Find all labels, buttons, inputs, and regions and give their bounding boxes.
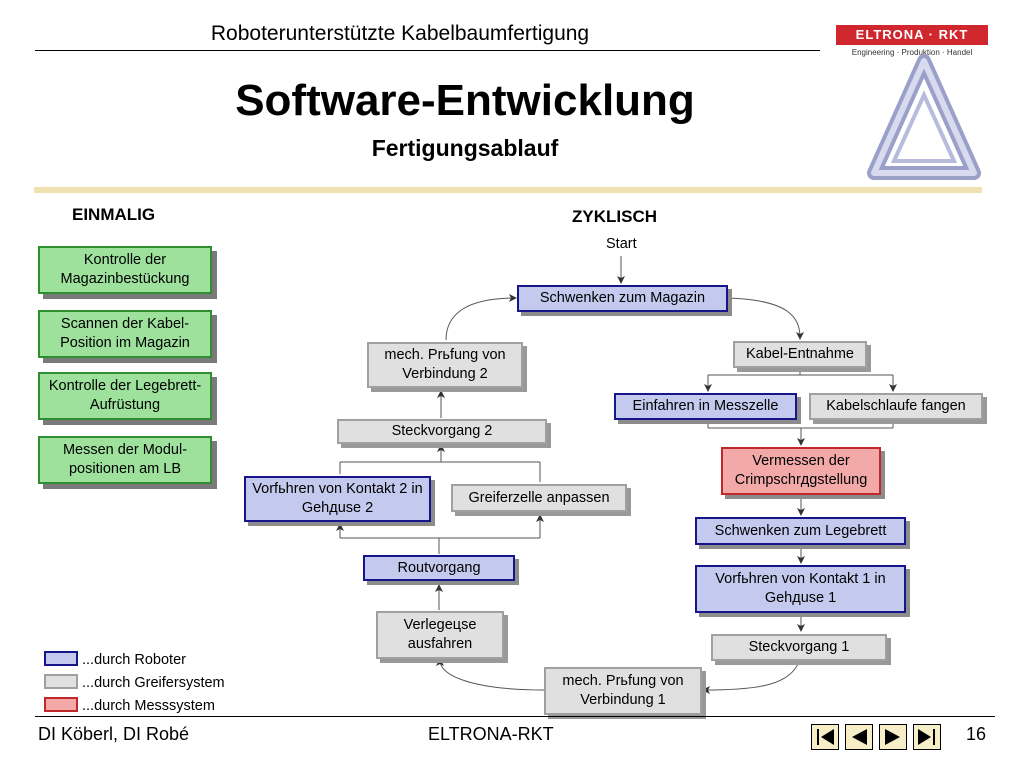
footer-divider — [35, 716, 995, 717]
legend-label-messsystem: ...durch Messsystem — [82, 698, 215, 714]
step-kabel-entnahme: Kabel-Entnahme — [733, 341, 867, 368]
page-title: Software-Entwicklung — [235, 76, 695, 125]
step-greiferzelle-anpassen: Greiferzelle anpassen — [451, 484, 627, 512]
first-page-icon[interactable] — [811, 724, 839, 750]
einmalig-step-4: Messen der Modul-positionen am LB — [38, 436, 212, 484]
einmalig-heading: EINMALIG — [72, 205, 156, 224]
footer-company: ELTRONA-RKT — [428, 724, 554, 744]
footer-authors: DI Köberl, DI Robé — [38, 724, 190, 744]
logo-brand: ELTRONA · RKT — [836, 25, 988, 45]
step-schwenken-magazin: Schwenken zum Magazin — [517, 285, 728, 312]
einmalig-step-3: Kontrolle der Legebrett-Aufrüstung — [38, 372, 212, 420]
step-steckvorgang-2: Steckvorgang 2 — [337, 419, 547, 444]
logo-tagline: Engineering · Produktion · Handel — [851, 48, 973, 57]
step-vorfuehren-1: Vorfьhren von Kontakt 1 in Gehдuse 1 — [695, 565, 906, 613]
next-page-icon[interactable] — [879, 724, 907, 750]
start-label: Start — [606, 236, 637, 252]
step-steckvorgang-1: Steckvorgang 1 — [711, 634, 887, 661]
penrose-triangle-icon — [867, 54, 981, 180]
legend-label-roboter: ...durch Roboter — [82, 652, 186, 668]
zyklisch-heading: ZYKLISCH — [572, 207, 657, 226]
step-pruefung-2: mech. Prьfung von Verbindung 2 — [367, 342, 523, 388]
company-logo: ELTRONA · RKT Engineering · Produktion ·… — [832, 23, 992, 203]
step-kabelschlaufe-fangen: Kabelschlaufe fangen — [809, 393, 983, 420]
step-pruefung-1: mech. Prьfung von Verbindung 1 — [544, 667, 702, 715]
step-schwenken-legebrett: Schwenken zum Legebrett — [695, 517, 906, 545]
page-subtitle: Fertigungsablauf — [371, 135, 559, 161]
title-divider-bar — [34, 187, 982, 193]
einmalig-step-2: Scannen der Kabel-Position im Magazin — [38, 310, 212, 358]
step-verlegeoese-ausfahren: Verlegeцse ausfahren — [376, 611, 504, 659]
einmalig-step-1: Kontrolle der Magazinbestückung — [38, 246, 212, 294]
step-routvorgang: Routvorgang — [363, 555, 515, 581]
page-number: 16 — [966, 724, 987, 744]
legend-swatch-greifersystem — [44, 674, 78, 689]
step-einfahren-messzelle: Einfahren in Messzelle — [614, 393, 797, 420]
previous-page-icon[interactable] — [845, 724, 873, 750]
last-page-icon[interactable] — [913, 724, 941, 750]
step-vorfuehren-2: Vorfьhren von Kontakt 2 in Gehдuse 2 — [244, 476, 431, 522]
step-vermessen: Vermessen der Crimpschrдgstellung — [721, 447, 881, 495]
header-title: Roboterunterstützte Kabelbaumfertigung — [210, 22, 590, 45]
header-divider — [35, 50, 820, 51]
legend-swatch-roboter — [44, 651, 78, 666]
legend-swatch-messsystem — [44, 697, 78, 712]
legend-label-greifersystem: ...durch Greifersystem — [82, 675, 225, 691]
